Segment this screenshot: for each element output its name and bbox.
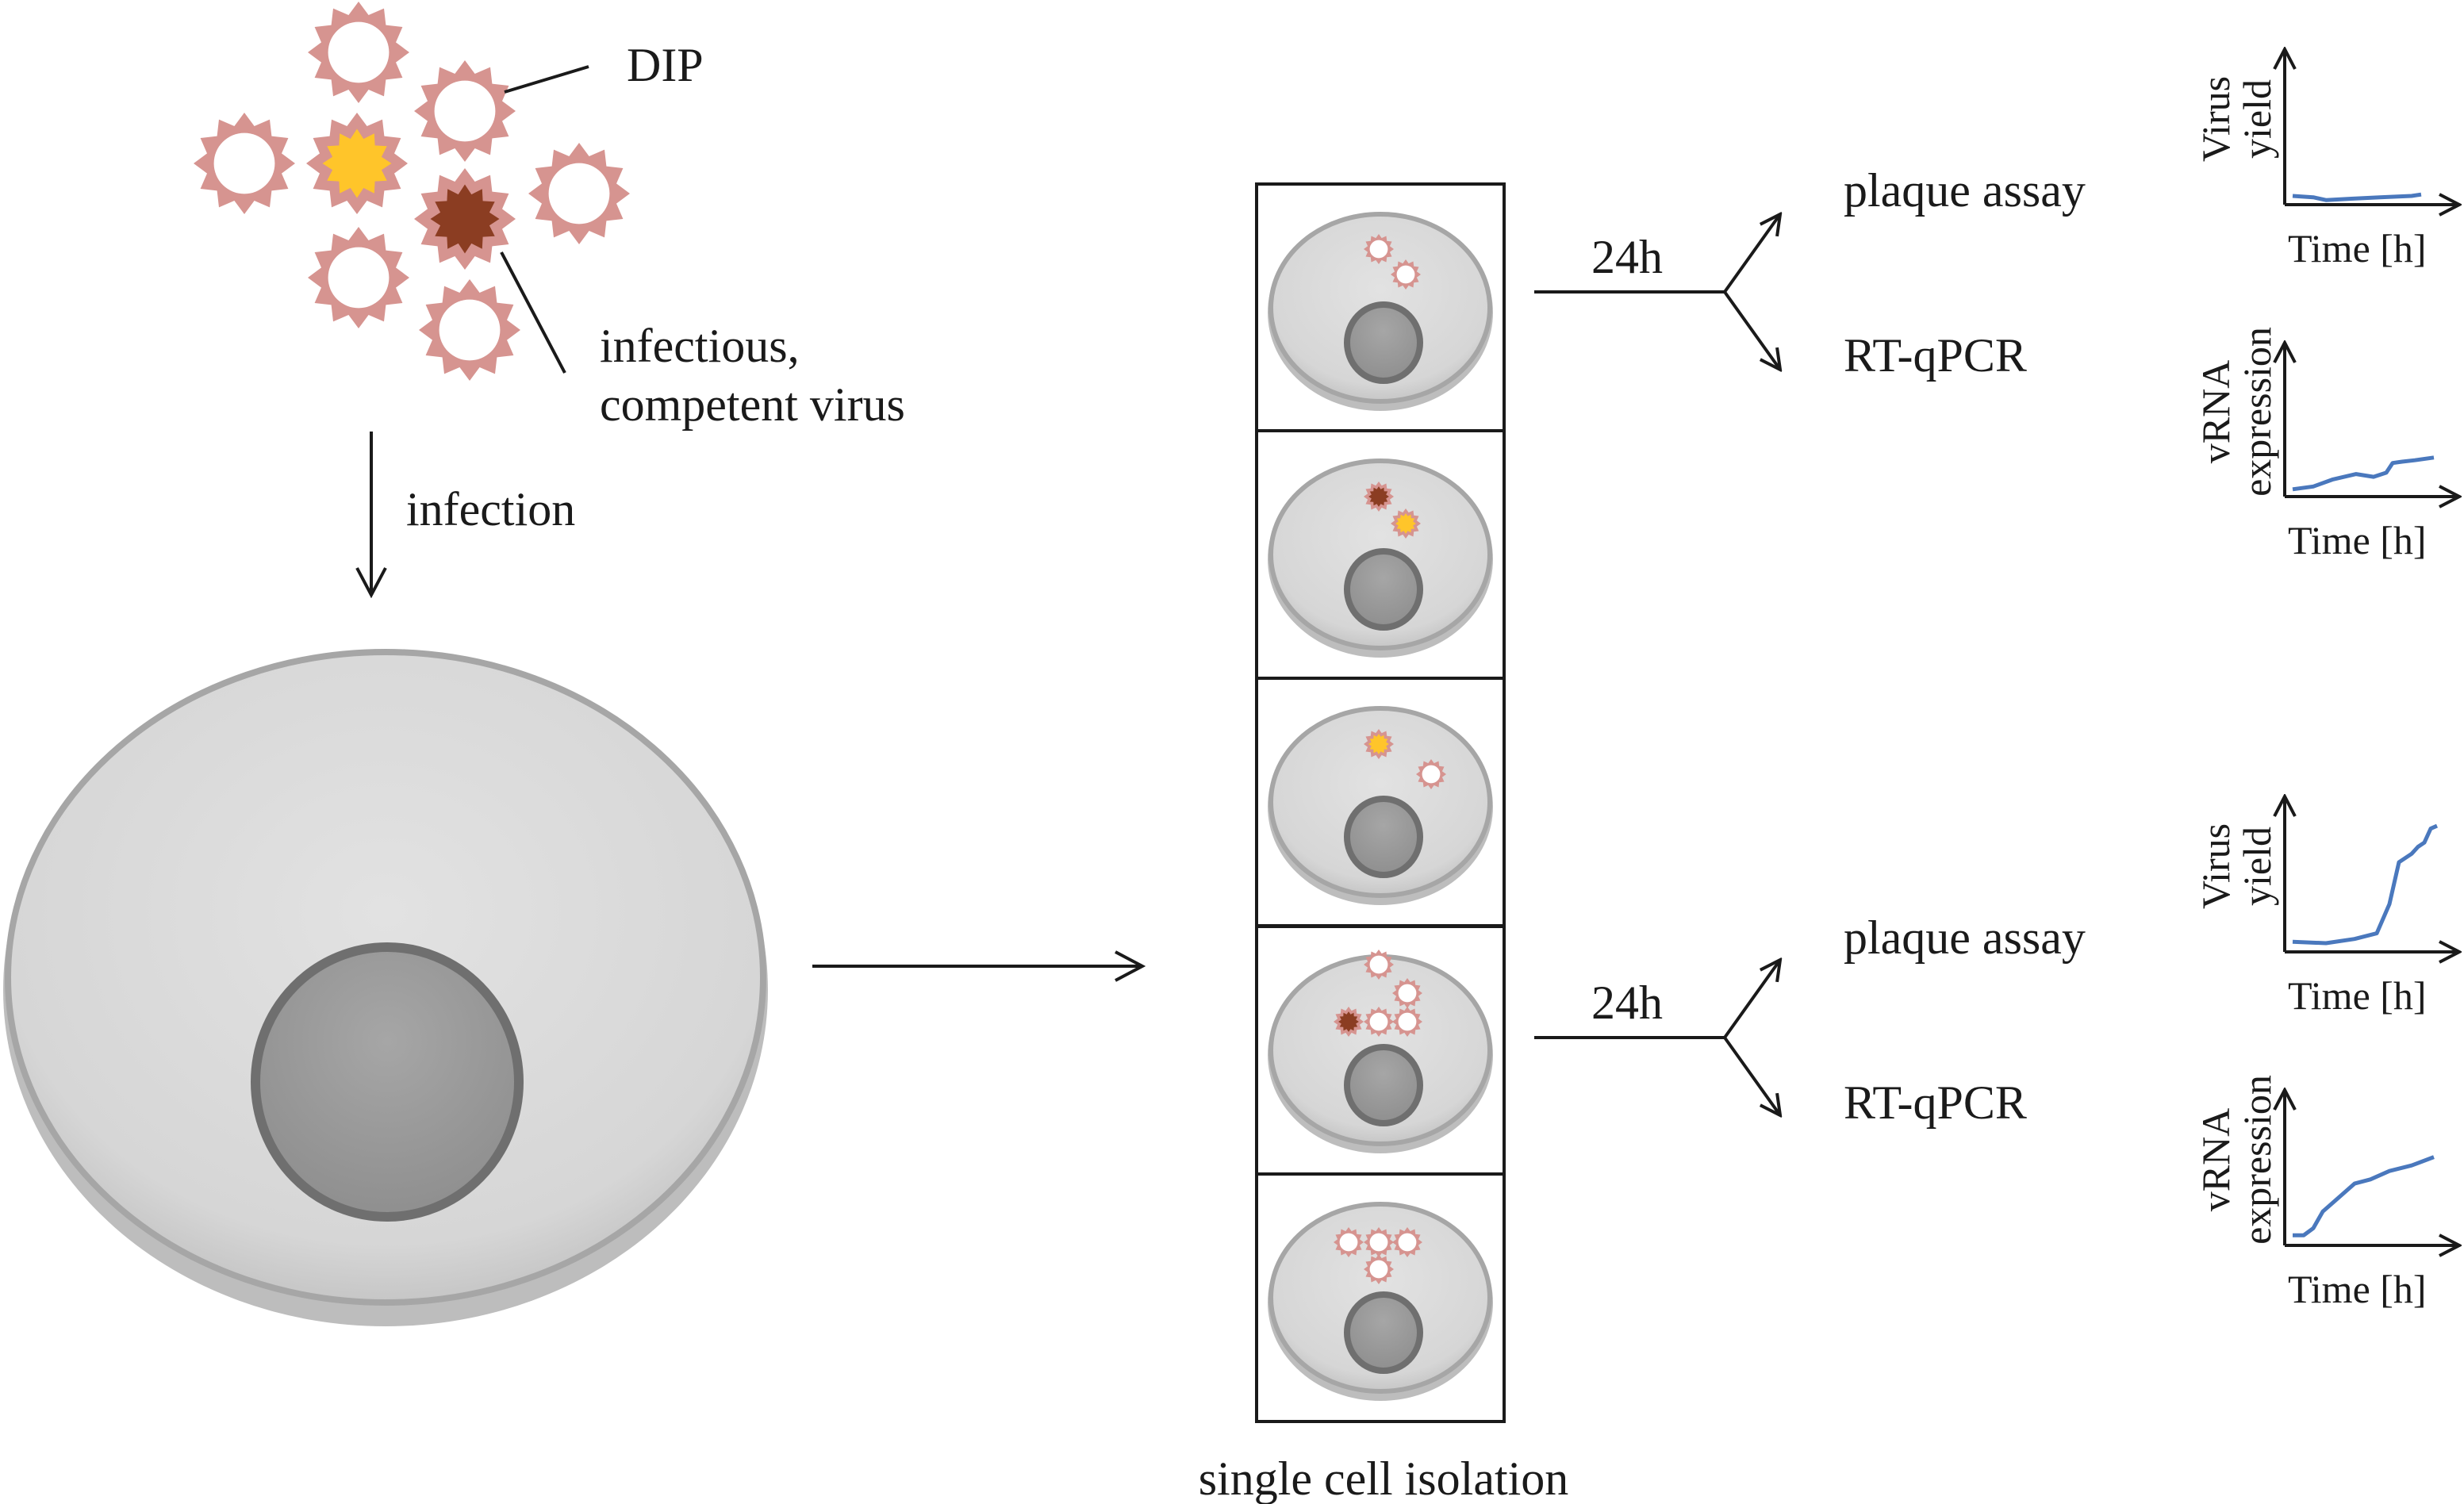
competent-virus-small (1391, 508, 1421, 539)
dip-virus-small (1364, 234, 1394, 264)
dip-virus-small (1391, 259, 1421, 290)
plot-y-label-line2: expression (2235, 327, 2279, 497)
plot-curve (2292, 192, 2422, 202)
branch-bottom (1534, 960, 1780, 1115)
plot-curve (2293, 1155, 2435, 1237)
dip-virus (419, 279, 520, 381)
isolated-cell-nucleus (1344, 1044, 1423, 1126)
dip-virus-small (1364, 950, 1394, 980)
rtqpcr-label-bottom: RT-qPCR (1844, 1076, 2027, 1129)
competent-virus-small (1364, 482, 1394, 512)
isolated-cell-nucleus (1344, 301, 1423, 384)
competent-virus-small (1334, 1007, 1364, 1037)
rtqpcr-label-top: RT-qPCR (1844, 329, 2027, 382)
host-cell-nucleus (251, 942, 524, 1222)
isolated-cell-well (1255, 925, 1506, 1176)
plot-curve (2292, 823, 2439, 946)
competent-virus-yellow (306, 113, 408, 214)
isolated-cell-well (1255, 429, 1506, 680)
dip-virus-small (1392, 1227, 1422, 1257)
dip-virus (528, 143, 630, 244)
dip-virus-small (1392, 1007, 1422, 1037)
plot-x-label: Time [h] (2288, 973, 2427, 1018)
isolated-cell-well (1255, 182, 1506, 433)
plaque-assay-label-top: plaque assay (1844, 164, 2086, 217)
infection-label: infection (406, 483, 575, 535)
dip-virus (308, 2, 409, 103)
plot-y-label-line1: vRNA (2193, 1108, 2238, 1212)
time-label-bottom: 24h (1591, 976, 1663, 1029)
plot-y-label-line2: yield (2235, 79, 2279, 159)
isolated-cell-nucleus (1344, 548, 1423, 631)
dip-virus-small (1392, 978, 1422, 1008)
dip-label: DIP (627, 39, 704, 91)
dip-virus-small (1364, 1254, 1394, 1284)
plot-y-label-line1: Virus (2193, 823, 2238, 909)
isolated-cell-well (1255, 1172, 1506, 1423)
competent-virus-small (1364, 729, 1394, 759)
single-cell-column (1255, 182, 1506, 1423)
dip-virus (414, 60, 516, 162)
dip-virus-small (1364, 1227, 1394, 1257)
dip-virus (194, 113, 295, 214)
dip-virus-small (1334, 1227, 1364, 1257)
dip-virus-small (1364, 1007, 1394, 1037)
plot-y-label-line2: yield (2235, 827, 2279, 906)
plot-x-label: Time [h] (2288, 518, 2427, 562)
competent-virus-brown (414, 168, 516, 270)
plaque-assay-label-bottom: plaque assay (1844, 911, 2086, 964)
plot-y-label-line1: Virus (2193, 76, 2238, 162)
plot-y-label-line2: expression (2235, 1075, 2279, 1245)
time-label-top: 24h (1591, 231, 1663, 283)
plot-y-label-line1: vRNA (2193, 360, 2238, 464)
plot-curve (2292, 455, 2435, 492)
isolated-cell-nucleus (1344, 1291, 1423, 1374)
branch-top (1534, 214, 1780, 370)
virus-cluster (194, 2, 630, 381)
host-cell (3, 649, 768, 1326)
isolated-cell-well (1255, 677, 1506, 927)
infectious-label-line2: competent virus (600, 378, 905, 431)
infectious-leader-line (500, 251, 566, 374)
single-cell-isolation-label: single cell isolation (1199, 1452, 1569, 1504)
dip-virus-small (1416, 759, 1446, 789)
plot-x-label: Time [h] (2288, 226, 2427, 270)
infectious-label-line1: infectious, (600, 320, 800, 372)
isolated-cell-nucleus (1344, 796, 1423, 878)
dip-leader-line (504, 65, 589, 94)
plot-x-label: Time [h] (2288, 1267, 2427, 1311)
dip-virus (308, 227, 409, 328)
